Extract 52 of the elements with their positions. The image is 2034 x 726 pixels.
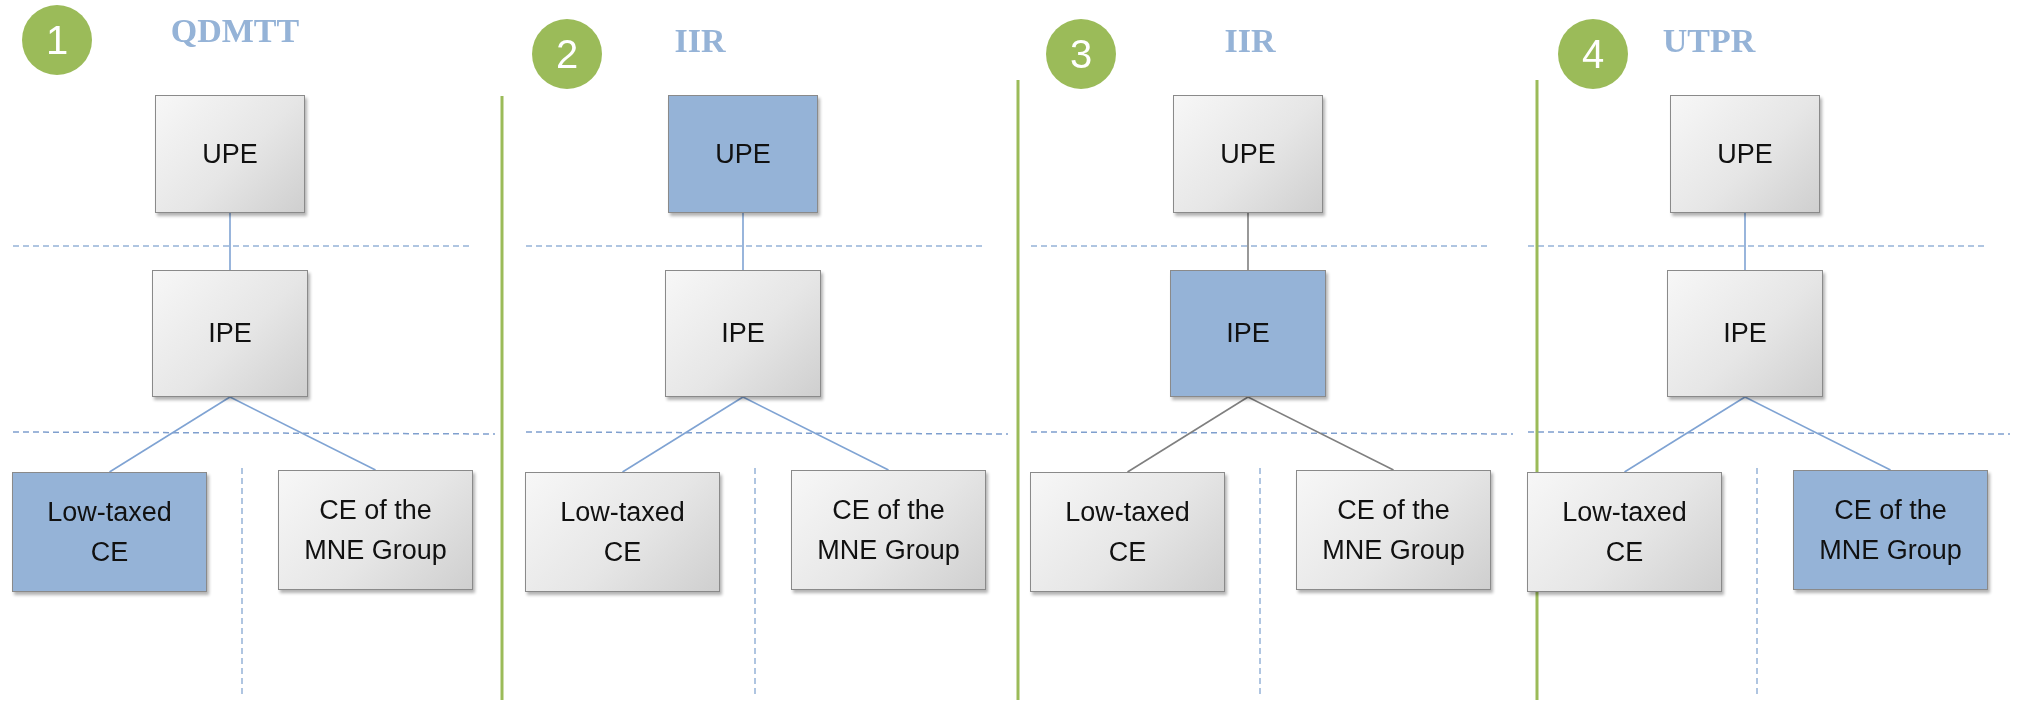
connector-line [229,396,377,471]
entity-label: IPE [721,317,765,351]
entity-label: CE of the MNE Group [303,493,448,567]
highlighted-entity-box [12,472,207,592]
panel-title: IIR [674,22,726,60]
entity-label: UPE [1717,137,1773,171]
connector-line [742,396,890,471]
entity-box [155,95,305,213]
entity-label: CE of the MNE Group [816,493,961,567]
panel-title: UTPR [1662,22,1756,60]
highlighted-entity-box [1793,470,1988,590]
entity-label: IPE [1723,317,1767,351]
entity-box [1670,95,1820,213]
highlighted-entity-box [668,95,818,213]
connector-line [108,396,231,473]
connector-line [1623,396,1746,473]
step-number: 1 [45,17,69,63]
connector-line [1247,396,1395,471]
entity-label: CE of the MNE Group [1321,493,1466,567]
entity-box [1667,270,1823,397]
entity-label: UPE [715,137,771,171]
highlighted-entity-box [1170,270,1326,397]
connector-line [742,212,744,271]
entity-box [1296,470,1491,590]
entity-label: Low-taxed CE [1561,495,1688,569]
connector-line [1126,396,1249,473]
entity-box [525,472,720,592]
panel-title: IIR [1224,22,1276,60]
entity-label: IPE [1226,317,1270,351]
connector-line [1744,396,1892,471]
entity-label: IPE [208,317,252,351]
entity-box [152,270,308,397]
connector-line [621,396,744,473]
entity-label: UPE [1220,137,1276,171]
connector-line [229,212,231,271]
step-number: 4 [1581,31,1605,77]
entity-box [1527,472,1722,592]
entity-label: UPE [202,137,258,171]
entity-box [1173,95,1323,213]
entity-label: CE of the MNE Group [1818,493,1963,567]
entity-box [1030,472,1225,592]
connector-line [1744,212,1746,271]
entity-box [791,470,986,590]
step-number: 3 [1069,31,1093,77]
connector-line [1247,212,1249,271]
entity-label: Low-taxed CE [559,495,686,569]
entity-box [278,470,473,590]
entity-box [665,270,821,397]
entity-label: Low-taxed CE [46,495,173,569]
entity-label: Low-taxed CE [1064,495,1191,569]
panel-title: QDMTT [170,12,300,50]
step-number: 2 [555,31,579,77]
